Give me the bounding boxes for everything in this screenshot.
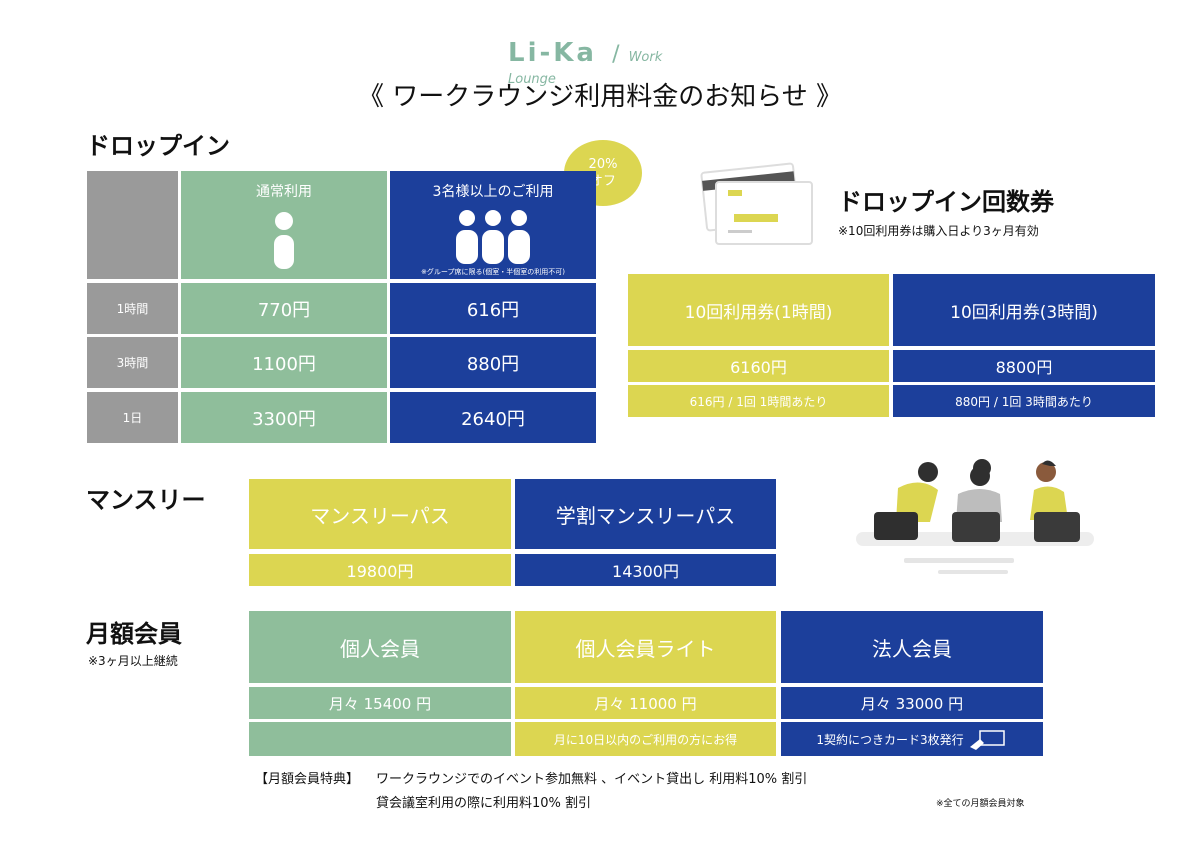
brand-logo: Li-Ka / Work Lounge — [508, 38, 708, 87]
membership-term-note: ※3ヶ月以上継続 — [88, 654, 178, 668]
member-individual-extra — [249, 722, 511, 756]
dropin-price-normal-3h: 1100円 — [181, 337, 387, 388]
membership-heading: 月額会員 — [86, 620, 182, 648]
discount-badge-line2: オフ — [589, 174, 616, 189]
ticket-1h-price: 6160円 — [628, 350, 889, 382]
dropin-header-group: 3名様以上のご利用 ※グループ席に限る(個室・半個室の利用不可) — [390, 171, 596, 279]
monthly-pass-price: 19800円 — [249, 554, 511, 586]
ticket-3h-unit: 880円 / 1回 3時間あたり — [893, 385, 1155, 417]
tickets-validity-note: ※10回利用券は購入日より3ヶ月有効 — [838, 224, 1039, 238]
dropin-header-normal-label: 通常利用 — [256, 184, 312, 200]
monthly-pass-name: マンスリーパス — [249, 479, 511, 549]
member-individual-name: 個人会員 — [249, 611, 511, 683]
member-corporate-price: 月々 33000 円 — [781, 687, 1043, 719]
dropin-heading: ドロップイン — [86, 132, 230, 160]
tickets-heading: ドロップイン回数券 — [838, 188, 1054, 216]
member-individual-price: 月々 15400 円 — [249, 687, 511, 719]
benefits-label: 【月額会員特典】 — [255, 772, 360, 787]
monthly-heading: マンスリー — [86, 486, 206, 514]
group-people-icon — [456, 210, 530, 264]
dropin-row-label-1h: 1時間 — [87, 283, 178, 334]
ticket-3h-name: 10回利用券(3時間) — [893, 274, 1155, 346]
brand-slash: / — [612, 42, 620, 67]
dropin-header-normal: 通常利用 — [181, 171, 387, 279]
benefits-line-2: 貸会議室利用の際に利用料10% 割引 — [376, 796, 592, 811]
member-corporate-name: 法人会員 — [781, 611, 1043, 683]
brand-name: Li-Ka — [508, 38, 597, 68]
member-individual-lite-name: 個人会員ライト — [515, 611, 776, 683]
dropin-header-group-label: 3名様以上のご利用 — [432, 184, 554, 200]
benefits-footnote: ※全ての月額会員対象 — [936, 799, 1025, 809]
ticket-1h-unit: 616円 / 1回 1時間あたり — [628, 385, 889, 417]
student-monthly-pass-name: 学割マンスリーパス — [515, 479, 776, 549]
member-individual-lite-extra: 月に10日以内のご利用の方にお得 — [515, 722, 776, 756]
member-individual-lite-price: 月々 11000 円 — [515, 687, 776, 719]
member-corporate-extra-text: 1契約につきカード3枚発行 — [816, 732, 964, 747]
card-hand-icon — [969, 730, 1005, 750]
brand-subtitle: Work Lounge — [508, 50, 663, 87]
ticket-cards-illustration — [700, 162, 813, 245]
dropin-price-normal-1d: 3300円 — [181, 392, 387, 443]
dropin-group-note: ※グループ席に限る(個室・半個室の利用不可) — [421, 268, 565, 276]
student-monthly-pass-price: 14300円 — [515, 554, 776, 586]
ticket-1h-name: 10回利用券(1時間) — [628, 274, 889, 346]
dropin-row-label-3h: 3時間 — [87, 337, 178, 388]
person-icon — [274, 212, 294, 269]
dropin-price-group-3h: 880円 — [390, 337, 596, 388]
dropin-corner-cell — [87, 171, 178, 279]
dropin-price-group-1d: 2640円 — [390, 392, 596, 443]
benefits-line-1: ワークラウンジでのイベント参加無料 、イベント貸出し 利用料10% 割引 — [376, 772, 808, 787]
dropin-price-group-1h: 616円 — [390, 283, 596, 334]
ticket-3h-price: 8800円 — [893, 350, 1155, 382]
page-title: 《 ワークラウンジ利用料金のお知らせ 》 — [357, 82, 842, 112]
meeting-people-illustration — [856, 459, 1094, 574]
member-corporate-extra: 1契約につきカード3枚発行 — [781, 722, 1043, 756]
dropin-row-label-1d: 1日 — [87, 392, 178, 443]
discount-badge-line1: 20% — [588, 157, 618, 172]
dropin-price-normal-1h: 770円 — [181, 283, 387, 334]
